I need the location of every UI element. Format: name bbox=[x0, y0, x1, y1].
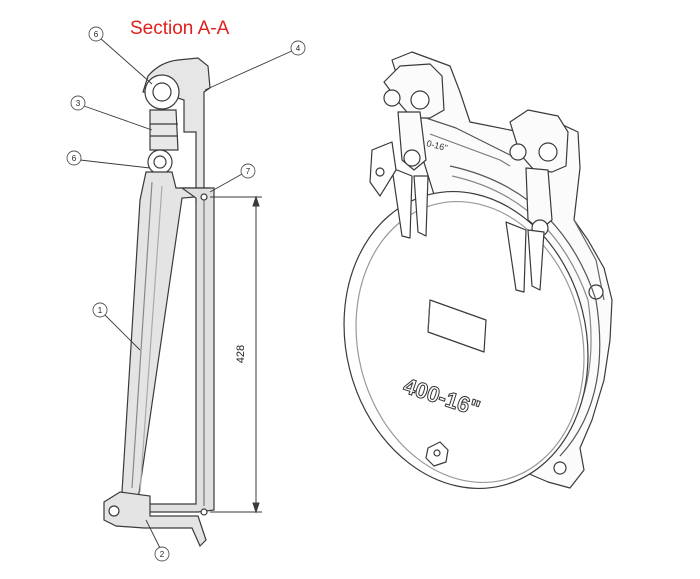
svg-text:4: 4 bbox=[296, 44, 301, 53]
callout-7: 7 bbox=[240, 163, 256, 179]
leader-lines bbox=[79, 37, 295, 549]
bottom-flange bbox=[103, 491, 207, 548]
section-title: Section A-A bbox=[130, 18, 230, 39]
dimension-label: 428 bbox=[235, 345, 247, 363]
svg-text:2: 2 bbox=[160, 550, 165, 559]
door-plate bbox=[121, 171, 209, 501]
svg-text:3: 3 bbox=[76, 99, 81, 108]
dimension-428 bbox=[210, 195, 262, 514]
seat-ring-edge bbox=[449, 165, 601, 457]
callouts: 6 4 3 6 7 1 2 bbox=[66, 26, 306, 562]
callout-2: 2 bbox=[154, 546, 170, 562]
callout-6b: 6 bbox=[66, 150, 82, 166]
callout-1: 1 bbox=[92, 302, 108, 318]
hinge-marking: 0-16" bbox=[426, 138, 449, 153]
isometric-view bbox=[343, 51, 613, 490]
callout-4: 4 bbox=[290, 40, 306, 56]
hinge-left bbox=[369, 63, 445, 239]
hinge-bar bbox=[425, 117, 513, 157]
callout-6a: 6 bbox=[88, 26, 104, 42]
section-view bbox=[79, 37, 295, 549]
svg-text:1: 1 bbox=[98, 306, 103, 315]
hinge-right bbox=[505, 109, 569, 293]
hinge-link bbox=[149, 109, 179, 151]
svg-text:6: 6 bbox=[72, 154, 77, 163]
callout-3: 3 bbox=[70, 95, 86, 111]
svg-text:7: 7 bbox=[246, 167, 251, 176]
svg-text:6: 6 bbox=[94, 30, 99, 39]
